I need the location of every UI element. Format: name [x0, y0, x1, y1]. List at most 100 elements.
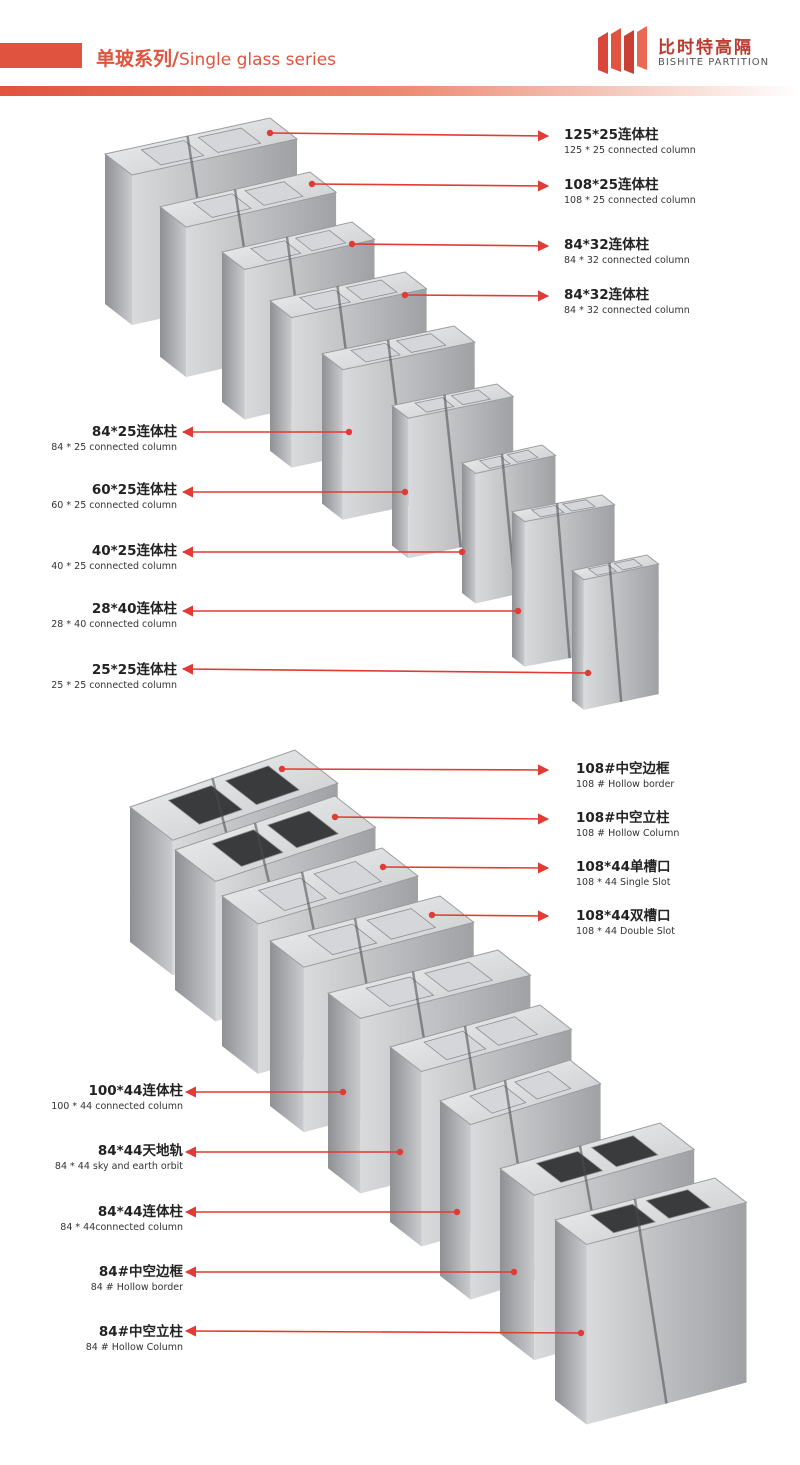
label-title: 84*32连体柱: [564, 287, 650, 303]
s1-left-label-4: 28*40连体柱 28 * 40 connected column: [51, 601, 177, 631]
profile-hollow: [590, 1135, 659, 1168]
profile-slot: [555, 503, 571, 659]
s2-left-label-2: 84*44天地轨 84 * 44 sky and earth orbit: [55, 1143, 183, 1173]
s1-right-label-4: 84*32连体柱 84 * 32 connected column: [564, 287, 690, 317]
profile-s1-9: [570, 554, 660, 710]
label-subtitle: 84 # Hollow border: [90, 1282, 183, 1293]
profile-hollow: [423, 961, 494, 992]
callout-arrow-12: [382, 862, 550, 874]
label-title: 108*44双槽口: [576, 908, 671, 924]
label-title: 100*44连体柱: [88, 1083, 183, 1099]
callout-arrows: [181, 129, 592, 1337]
profile-hollow: [450, 389, 492, 406]
label-subtitle: 25 * 25 connected column: [51, 680, 177, 691]
label-subtitle: 28 * 40 connected column: [51, 619, 177, 630]
profile-top: [326, 949, 532, 1019]
s1-right-label-2: 108*25连体柱 108 * 25 connected column: [564, 177, 696, 207]
label-title: 25*25连体柱: [91, 662, 177, 678]
profile-hollow: [506, 449, 539, 463]
label-title: 60*25连体柱: [91, 482, 177, 498]
profile-hollow: [294, 229, 347, 252]
profile-top: [388, 1004, 573, 1073]
label-subtitle: 84 * 44 sky and earth orbit: [54, 1161, 183, 1172]
profile-hollow: [395, 333, 447, 353]
s2-left-label-5: 84#中空立柱 84 # Hollow Column: [86, 1324, 183, 1354]
s1-right-label-3: 84*32连体柱 84 * 32 connected column: [564, 237, 690, 267]
brand-logo-icon: [598, 26, 647, 74]
profile-top: [498, 1122, 696, 1196]
label-title: 84*44连体柱: [97, 1204, 183, 1220]
profile-hollow: [561, 499, 596, 512]
profile-face-left: [392, 405, 409, 559]
profile-top: [553, 1177, 748, 1246]
page-title: 单玻系列/Single glass series: [96, 44, 336, 71]
profile-hollow: [167, 785, 243, 825]
s1-right-label-1: 125*25连体柱 125 * 25 connected column: [564, 127, 696, 157]
profile-hollow: [475, 1016, 539, 1046]
label-subtitle: 84 * 32 connected column: [564, 305, 690, 316]
s1-left-label-2: 60*25连体柱 60 * 25 connected column: [51, 482, 177, 512]
s2-right-label-1: 108#中空边框 108 # Hollow border: [576, 761, 674, 791]
callout-arrow-13: [431, 910, 550, 922]
profile-hollow: [469, 1085, 527, 1114]
brand-logo: 比时特高隔 BISHITE PARTITION: [596, 26, 796, 76]
profile-face-left: [160, 206, 187, 378]
callout-dot-11: [331, 813, 339, 821]
profile-top: [220, 221, 376, 271]
callout-arrow-3: [351, 240, 550, 252]
callout-dot-5: [345, 428, 353, 436]
callout-dot-12: [379, 863, 387, 871]
brand-name-cn: 比时特高隔: [658, 38, 753, 58]
profile-face-left: [440, 1100, 471, 1300]
header-gradient-line: [0, 86, 800, 96]
s2-left-label-3: 84*44连体柱 84 * 44connected column: [60, 1204, 183, 1234]
callout-dot-4: [401, 291, 409, 299]
label-subtitle: 40 * 25 connected column: [51, 561, 177, 572]
profile-face-left: [105, 154, 132, 325]
s1-left-label-1: 84*25连体柱 84 * 25 connected column: [51, 424, 177, 454]
profile-top: [460, 444, 557, 475]
callout-dot-13: [428, 911, 436, 919]
profile-top: [268, 271, 428, 319]
profile-hollow: [244, 181, 304, 206]
profile-top: [438, 1059, 602, 1126]
callout-dot-8: [514, 607, 522, 615]
callout-arrow-10: [281, 764, 550, 776]
profile-face-left: [555, 1220, 587, 1425]
label-subtitle: 108 # Hollow Column: [576, 828, 680, 839]
profile-hollow: [266, 810, 340, 849]
profile-s2-9: [553, 1177, 748, 1425]
s2-left-label-4: 84#中空边框 84 # Hollow border: [91, 1264, 183, 1294]
label-title: 108*25连体柱: [564, 177, 659, 193]
callout-dot-14: [339, 1088, 347, 1096]
s2-right-label-3: 108*44单槽口 108 * 44 Single Slot: [576, 859, 671, 889]
label-subtitle: 84 * 44connected column: [60, 1222, 183, 1233]
label-title: 84#中空边框: [98, 1264, 183, 1280]
label-subtitle: 108 * 44 Single Slot: [576, 877, 671, 888]
callout-dot-7: [458, 548, 466, 556]
label-title: 84*25连体柱: [91, 424, 177, 440]
label-title: 40*25连体柱: [91, 543, 177, 559]
callout-dot-2: [308, 180, 316, 188]
callout-dot-10: [278, 765, 286, 773]
profile-hollow: [197, 127, 262, 153]
profile-face-left: [322, 353, 343, 520]
profile-top: [390, 383, 515, 419]
profile-hollow: [514, 1070, 572, 1100]
s1-left-label-5: 25*25连体柱 25 * 25 connected column: [51, 662, 177, 692]
profile-slot: [443, 394, 462, 548]
profile-face-left: [130, 807, 173, 976]
s2-right-label-2: 108#中空立柱 108 # Hollow Column: [576, 810, 679, 840]
label-title: 28*40连体柱: [91, 601, 177, 617]
callout-arrow-18: [184, 1325, 582, 1337]
profile-face-left: [175, 850, 216, 1022]
callout-dot-6: [401, 488, 409, 496]
callout-arrow-9: [181, 663, 589, 675]
profile-hollow: [224, 765, 300, 806]
profile-face-left: [390, 1047, 422, 1247]
s2-right-label-4: 108*44双槽口 108 * 44 Double Slot: [576, 908, 675, 938]
header-accent-bar: [0, 43, 82, 68]
profile-face-left: [462, 463, 476, 604]
profile-face-right: [583, 564, 659, 710]
profile-face-left: [270, 941, 304, 1133]
